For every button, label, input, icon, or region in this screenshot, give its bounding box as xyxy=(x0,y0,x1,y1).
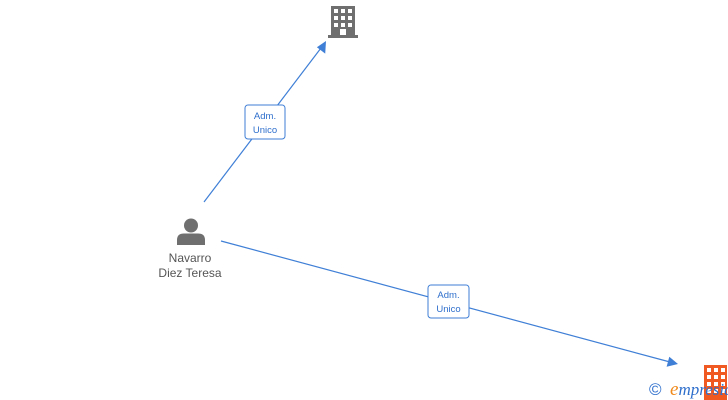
person-icon xyxy=(177,218,205,245)
person-node[interactable]: Navarro Diez Teresa xyxy=(158,218,222,281)
edge-label-2[interactable]: Adm. Unico xyxy=(427,284,470,319)
building-icon xyxy=(328,6,358,38)
edge-label-type: Unico xyxy=(436,304,460,315)
brand-rest: mpresia xyxy=(678,380,728,399)
edge-label-box xyxy=(427,284,470,319)
person-name-line1: Navarro xyxy=(169,251,212,265)
edge-label-box xyxy=(244,104,286,140)
edge-label-role: Adm. xyxy=(254,111,276,122)
arrow-head-icon xyxy=(666,356,678,367)
copyright-symbol: © xyxy=(649,380,662,399)
watermark: © empresia xyxy=(649,379,728,400)
edge-label-1[interactable]: Adm. Unico xyxy=(244,104,286,140)
company-node-bottom[interactable] xyxy=(704,365,727,400)
person-name-line2: Diez Teresa xyxy=(158,266,221,280)
company-node-top[interactable] xyxy=(328,6,358,38)
building-icon xyxy=(704,365,727,400)
arrow-head-icon xyxy=(316,41,326,54)
brand-logo: empresia xyxy=(670,379,728,400)
edge-label-type: Unico xyxy=(253,125,277,136)
brand-initial: e xyxy=(670,379,678,400)
edge-label-role: Adm. xyxy=(437,290,459,301)
